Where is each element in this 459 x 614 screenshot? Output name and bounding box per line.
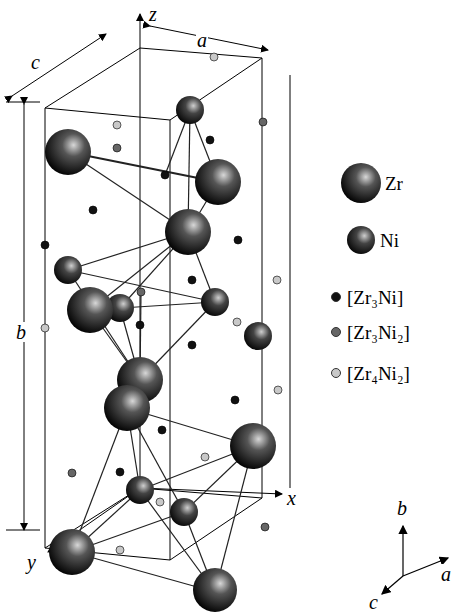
legend-swatch [331, 368, 341, 378]
ni-sample [347, 226, 375, 254]
legend-swatch [331, 292, 341, 302]
dimension-label: c [30, 52, 41, 72]
legend-text: Zr [385, 174, 403, 193]
orientation-label: b [396, 498, 408, 518]
axis-label: x [286, 488, 297, 508]
axis-label: z [148, 4, 158, 24]
legend-text: [Zr₃Ni₂] [347, 323, 410, 342]
dimension-label: a [196, 30, 208, 50]
legend-text: [Zr₄Ni₂] [347, 364, 410, 383]
zr-sample [341, 163, 381, 203]
legend-swatch [331, 327, 341, 337]
legend-text: [Zr₃Ni] [347, 288, 403, 307]
dimension-label: b [15, 322, 27, 342]
orientation-label: a [440, 564, 452, 584]
axis-label: y [26, 552, 37, 572]
orientation-label: c [368, 592, 379, 612]
legend-text: Ni [380, 231, 399, 250]
